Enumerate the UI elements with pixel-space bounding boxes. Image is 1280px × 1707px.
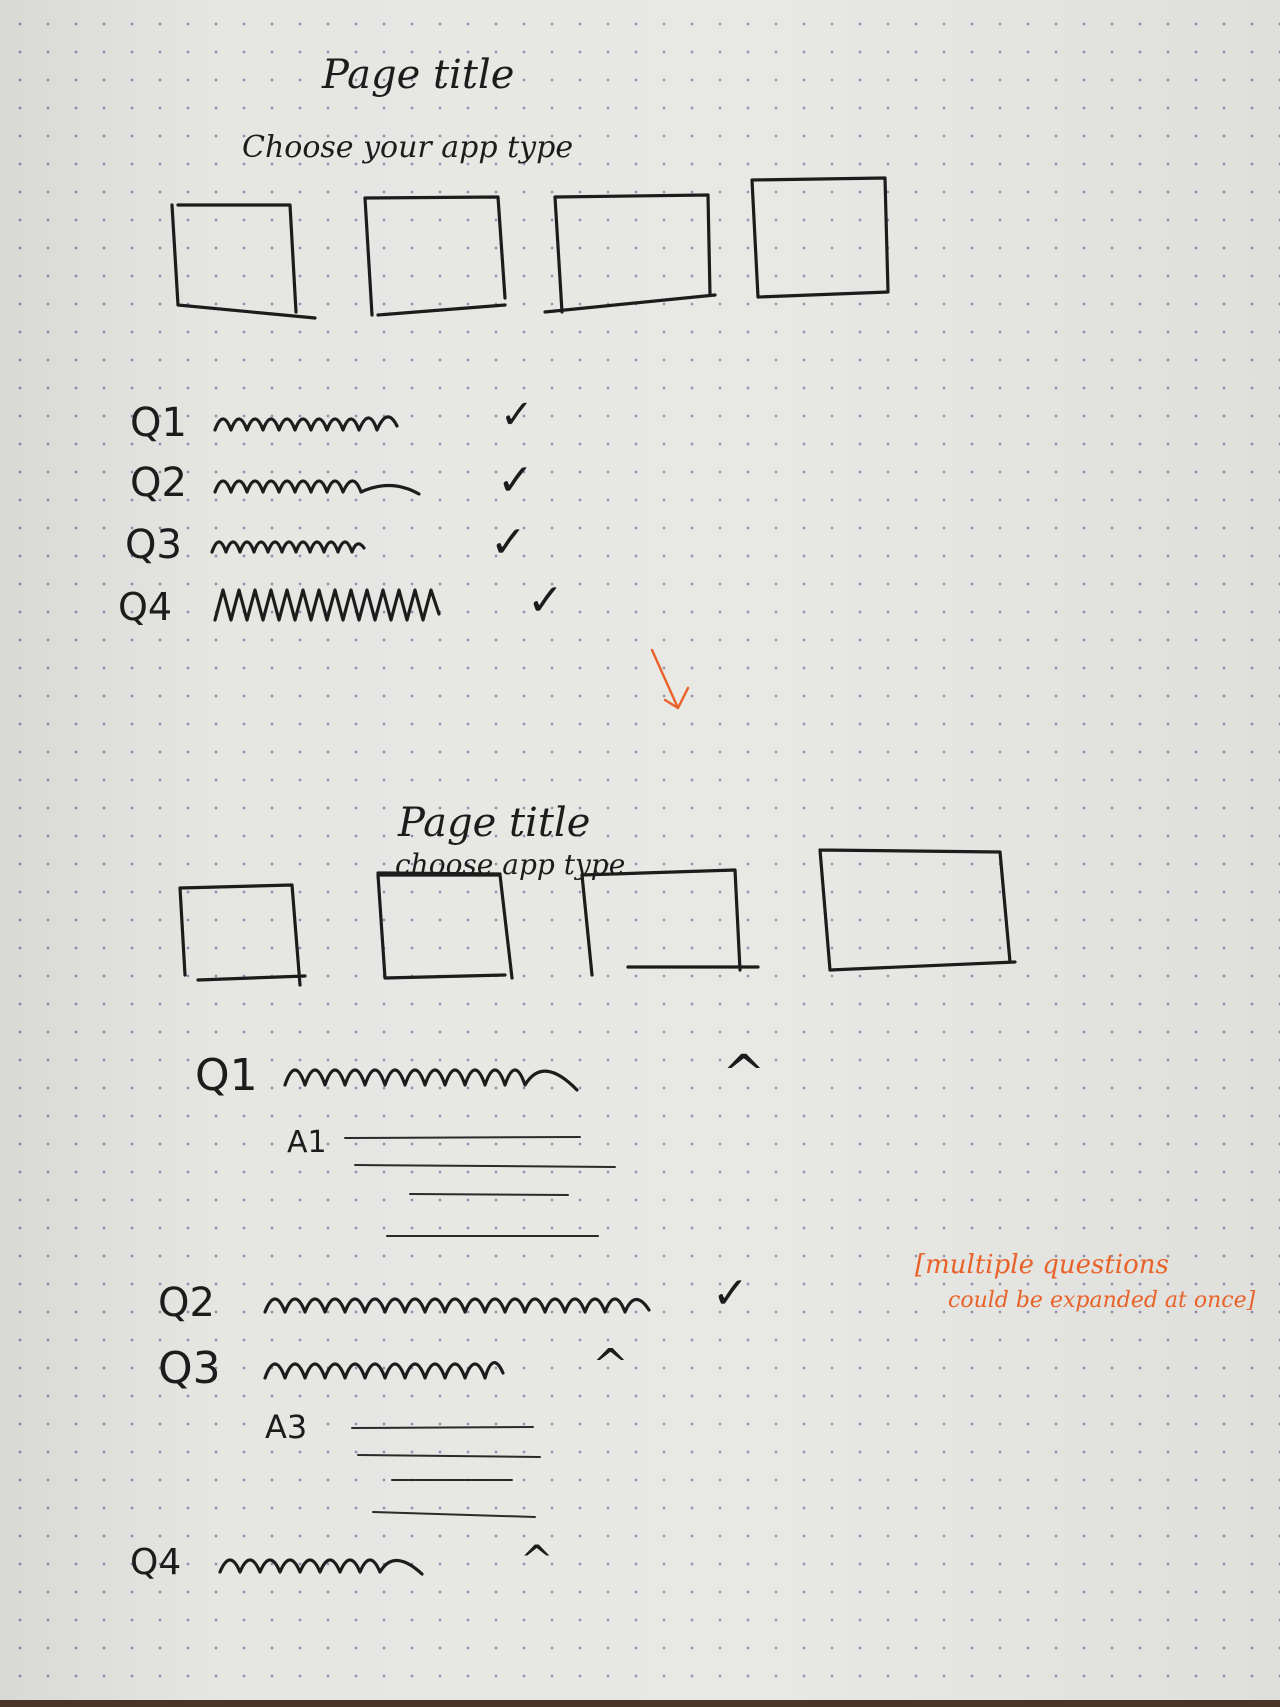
bottom-page-title: Page title — [398, 800, 591, 846]
top-q1-label: Q1 — [130, 400, 187, 446]
table-edge — [0, 1700, 1280, 1707]
a3-line-1 — [351, 1426, 534, 1429]
top-app-type-box-3 — [543, 193, 717, 314]
top-q1-placeholder-text — [213, 415, 399, 432]
bottom-q4-label: Q4 — [130, 1542, 182, 1583]
top-q3-placeholder-text — [210, 540, 366, 554]
a3-line-4 — [372, 1511, 536, 1518]
bottom-app-type-box-3 — [580, 868, 760, 977]
top-app-type-box-2 — [363, 195, 507, 317]
top-subtitle: Choose your app type — [242, 130, 574, 165]
bottom-app-type-box-4 — [818, 848, 1017, 972]
a1-line-1 — [344, 1136, 581, 1139]
annotation-line-2: could be expanded at once] — [948, 1288, 1256, 1313]
top-page-title: Page title — [322, 52, 515, 98]
a3-line-2 — [357, 1454, 541, 1458]
top-q2-check-icon[interactable]: ✓ — [497, 455, 534, 506]
top-app-type-box-1 — [170, 203, 317, 320]
top-q2-placeholder-text — [213, 479, 421, 496]
top-q1-check-icon[interactable]: ✓ — [500, 392, 534, 438]
annotation-line-1: [multiple questions — [915, 1250, 1169, 1280]
top-q3-check-icon[interactable]: ✓ — [490, 517, 527, 568]
bottom-q1-collapse-icon[interactable]: ^ — [722, 1045, 766, 1105]
bottom-q1-placeholder-text — [283, 1068, 579, 1092]
bottom-a1-label: A1 — [287, 1125, 327, 1160]
bottom-app-type-box-2 — [376, 873, 514, 980]
bottom-q2-expand-icon[interactable]: ✓ — [712, 1268, 749, 1319]
bottom-q3-label: Q3 — [158, 1343, 221, 1394]
bottom-q3-collapse-icon[interactable]: ^ — [592, 1340, 629, 1391]
bottom-q2-placeholder-text — [263, 1297, 651, 1314]
bottom-q2-label: Q2 — [158, 1280, 215, 1326]
bottom-q4-collapse-icon[interactable]: ^ — [520, 1538, 554, 1584]
bottom-q3-placeholder-text — [263, 1361, 505, 1380]
bottom-app-type-box-1 — [178, 883, 307, 987]
a1-line-2 — [354, 1164, 616, 1168]
top-q4-label: Q4 — [118, 585, 173, 629]
top-q2-label: Q2 — [130, 460, 187, 506]
top-q3-label: Q3 — [125, 522, 182, 568]
top-q4-check-icon[interactable]: ✓ — [527, 575, 564, 626]
bottom-a3-label: A3 — [265, 1408, 308, 1446]
bottom-q4-placeholder-text — [218, 1558, 424, 1576]
bottom-q1-label: Q1 — [195, 1050, 258, 1101]
a1-line-3 — [409, 1193, 569, 1196]
top-q4-placeholder-text — [213, 588, 441, 622]
top-app-type-box-4 — [750, 176, 890, 299]
